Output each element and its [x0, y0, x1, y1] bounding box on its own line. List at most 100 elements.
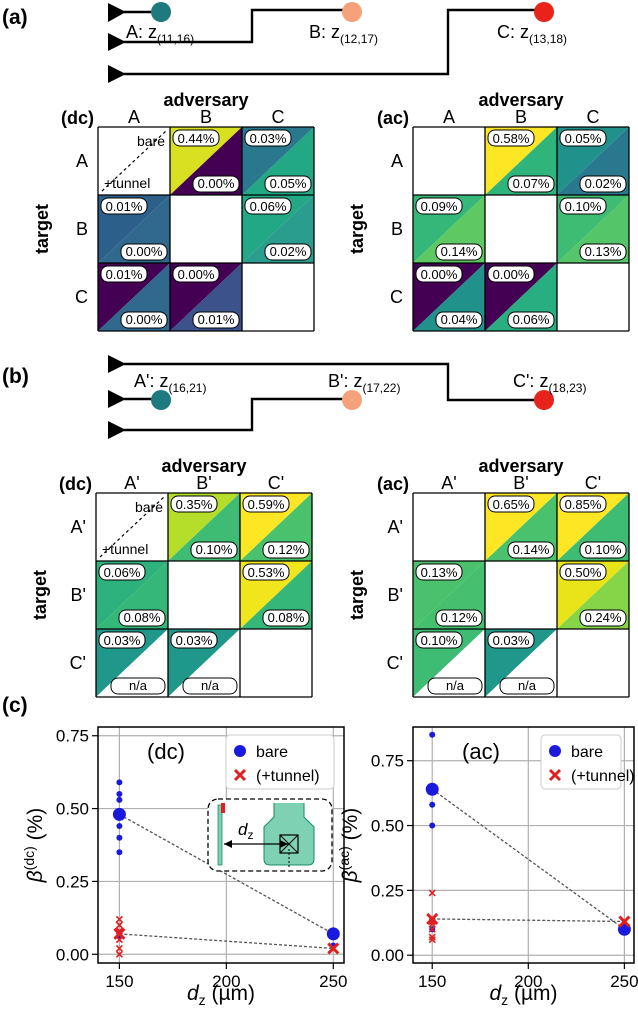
bare-point: [116, 849, 123, 856]
matrix-cell: 0.06% 0.08%: [96, 561, 168, 629]
matrix-cell: [485, 195, 557, 263]
tunnel-value: 0.12%: [268, 542, 305, 557]
empty-cell: [485, 195, 557, 263]
tunnel-value: 0.13%: [585, 244, 622, 259]
matrix-cell: 0.03%0.05%: [242, 127, 314, 195]
row-label: B': [388, 585, 403, 605]
bare-value: 0.13%: [421, 565, 458, 580]
matrix-cell: 0.00%0.04%: [413, 263, 485, 331]
qubit-node-c: [534, 2, 554, 22]
qubit-node-b-prime: [342, 390, 362, 410]
tunnel-value: 0.00%: [198, 176, 235, 191]
bare-value-box: [100, 265, 148, 283]
tunnel-value-box: [120, 243, 168, 261]
matrix-cell: 0.35%0.10%: [168, 493, 240, 561]
matrix-cell: 0.53%0.08%: [240, 561, 312, 629]
matrix-cell: 0.03%n/a: [96, 629, 168, 697]
bare-point: [429, 731, 436, 738]
legend-bare: bare: [135, 499, 163, 515]
legend-diagonal: [99, 496, 165, 558]
legend-tunnel-marker: [548, 768, 562, 782]
row-label: C: [75, 287, 88, 307]
row-label: B: [391, 219, 403, 239]
tunnel-value-box: [120, 311, 168, 329]
tunnel-value-box: [262, 541, 310, 559]
arrow-left-icon: [224, 840, 232, 848]
bare-value: 0.01%: [106, 267, 143, 282]
panel-label-a: (a): [2, 6, 28, 29]
x-tick-label: 200: [514, 972, 542, 991]
legend-bare-label: bare: [256, 744, 288, 761]
wire: [124, 397, 352, 432]
legend-box: [540, 734, 622, 790]
circuit-b: A': z(16,21) B': z(17,22) C': z(18,23): [108, 355, 586, 439]
inset-label: dz: [238, 820, 253, 842]
matrix-cell: [485, 561, 557, 629]
column-label: C: [587, 107, 600, 127]
plot-content: [112, 779, 340, 958]
tunnel-value: 0.08%: [124, 610, 161, 625]
adversary-title: adversary: [478, 456, 563, 476]
port-arrow-icon: [108, 33, 126, 51]
circuit-a: A: z(11,16) B: z(12,17) C: z(13,18): [108, 2, 567, 83]
node-label-a: A: z(11,16): [126, 22, 194, 46]
legend: bare(+tunnel): [540, 734, 635, 790]
matrix-tag: (dc): [59, 474, 92, 494]
target-title: target: [32, 204, 52, 254]
bare-value: 0.10%: [565, 199, 602, 214]
port-arrow-icon: [108, 65, 126, 83]
x-axis-label: dz (µm): [187, 982, 255, 1008]
qubit-node-b: [342, 2, 362, 22]
chart-title: (ac): [462, 739, 500, 764]
tunnel-value: 0.14%: [441, 244, 478, 259]
matrix-cell: 0.01%0.00%: [98, 263, 170, 331]
legend: bare (+tunnel): [225, 734, 335, 790]
legend-bare-label: bare: [571, 744, 603, 761]
bare-value-box: [242, 495, 290, 513]
bare-point: [116, 791, 123, 798]
matrix-cell: 0.09%0.14%: [413, 195, 485, 263]
matrix-cell: 0.58%0.07%: [485, 127, 557, 195]
bare-value-box: [98, 563, 146, 581]
y-tick-label: 0.50: [371, 817, 404, 836]
bare-value: 0.03%: [104, 633, 141, 648]
tunnel-value: 0.10%: [196, 542, 233, 557]
column-label: A': [441, 473, 456, 493]
y-tick-label: 0.75: [371, 752, 404, 771]
bare-value: 0.06%: [104, 565, 141, 580]
row-label: A: [391, 151, 403, 171]
x-tick-label: 150: [105, 972, 133, 991]
tunnel-mean-point: [327, 942, 340, 955]
qubit-node-a-prime: [151, 390, 171, 410]
x-tick-label: 200: [212, 972, 240, 991]
y-tick-label: 0.25: [56, 872, 89, 891]
tunnel-value: n/a: [446, 678, 465, 693]
matrix-cell: 0.13%0.12%: [413, 561, 485, 629]
bare-point: [116, 823, 123, 830]
matrix-cell: [242, 263, 314, 331]
legend-tunnel-label: (+tunnel): [256, 768, 320, 785]
plot-content: [425, 731, 631, 944]
row-label: C: [390, 287, 403, 307]
tunnel-value: 0.04%: [441, 312, 478, 327]
tunnel-value-box: [264, 175, 312, 193]
bare-value: 0.59%: [248, 497, 285, 512]
empty-cell: [240, 629, 312, 697]
y-tick-label: 0.75: [56, 727, 89, 746]
column-label: B': [513, 473, 528, 493]
target-title: target: [347, 570, 367, 620]
row-label: A': [388, 517, 403, 537]
tunnel-point: [428, 925, 436, 933]
port-arrow-icon: [108, 390, 126, 408]
bare-value-box: [559, 495, 607, 513]
tunnel-value: 0.06%: [513, 312, 550, 327]
tunnel-value-box: [579, 609, 627, 627]
tunnel-value: 0.24%: [585, 610, 622, 625]
adversary-title: adversary: [161, 456, 246, 476]
tunnel-value-box: [427, 677, 483, 695]
tunnel-point: [115, 950, 123, 958]
tunnel-point: [115, 921, 123, 929]
